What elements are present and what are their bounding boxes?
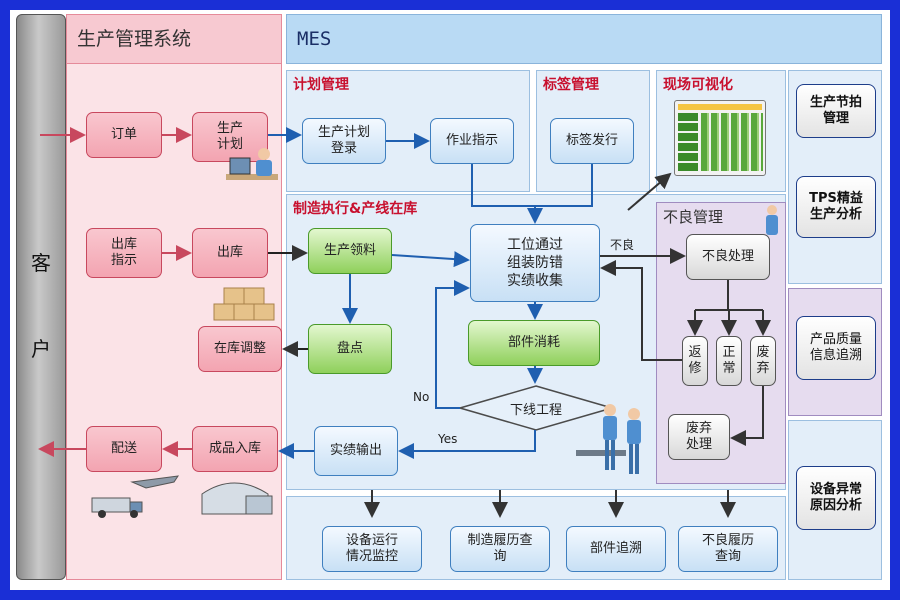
client-label-2: 户 [31,337,51,361]
mes-title: MES [286,14,882,64]
delivery-box: 配送 [86,426,162,472]
boxes-stack-icon [213,287,275,321]
inventory-adjust-box: 在库调整 [198,326,282,372]
mfg-history-box: 制造履历查 询 [450,526,550,572]
plan-box: 生产 计划 [192,112,268,162]
equip-fault-box: 设备异常 原因分析 [796,466,876,530]
yes-label: Yes [438,432,458,446]
order-box: 订单 [86,112,162,158]
defect-title: 不良管理 [663,208,724,226]
label-issue-box: 标签发行 [550,118,634,164]
plan-register-box: 生产计划 登录 [302,118,386,164]
finished-inbound-box: 成品入库 [192,426,278,472]
station-box: 工位通过 组装防错 实绩收集 [470,224,600,302]
quality-box: 产品质量 信息追溯 [796,316,876,380]
defect-history-box: 不良履历 查询 [678,526,778,572]
tps-box: TPS精益 生产分析 [796,176,876,238]
plan-mgmt-title: 计划管理 [293,77,349,93]
inspector-icon [766,205,778,235]
office-worker-icon [226,148,278,180]
scrap-handle-box: 废弃 处理 [668,414,730,460]
part-trace-box: 部件追溯 [566,526,666,572]
defect-handle-box: 不良处理 [686,234,770,280]
outbound-instr-box: 出库 指示 [86,228,162,278]
exec-title: 制造执行&产线在库 [293,201,418,217]
work-instr-box: 作业指示 [430,118,514,164]
stocktake-box: 盘点 [308,324,392,374]
normal-box: 正 常 [716,336,742,386]
client-label-1: 客 [31,251,51,275]
client-bar: 客 户 [16,14,66,580]
offline-decision-shape [458,385,614,431]
takt-box: 生产节拍 管理 [796,84,876,138]
onsite-title: 现场可视化 [663,77,733,93]
part-consume-box: 部件消耗 [468,320,600,366]
warehouse-icon [201,482,273,515]
dashboard-screen-icon [674,100,766,176]
delivery-vehicles-icon [91,475,180,518]
material-pick-box: 生产领料 [308,228,392,274]
offline-label: 下线工程 [509,403,562,418]
equip-monitor-box: 设备运行 情况监控 [322,526,422,572]
label-mgmt-title: 标签管理 [543,77,599,93]
outbound-box: 出库 [192,228,268,278]
repair-box: 返 修 [682,336,708,386]
assembly-workers-icon [576,404,641,474]
no-label: No [413,390,430,404]
scrap-box: 废 弃 [750,336,776,386]
diagram-canvas: 客 户 生产管理系统 MES 计划管理 标签管理 现场可视化 制造执行&产线在库… [10,10,890,590]
production-title: 生产管理系统 [66,14,282,64]
ng-label: 不良 [610,238,635,252]
result-output-box: 实绩输出 [314,426,398,476]
